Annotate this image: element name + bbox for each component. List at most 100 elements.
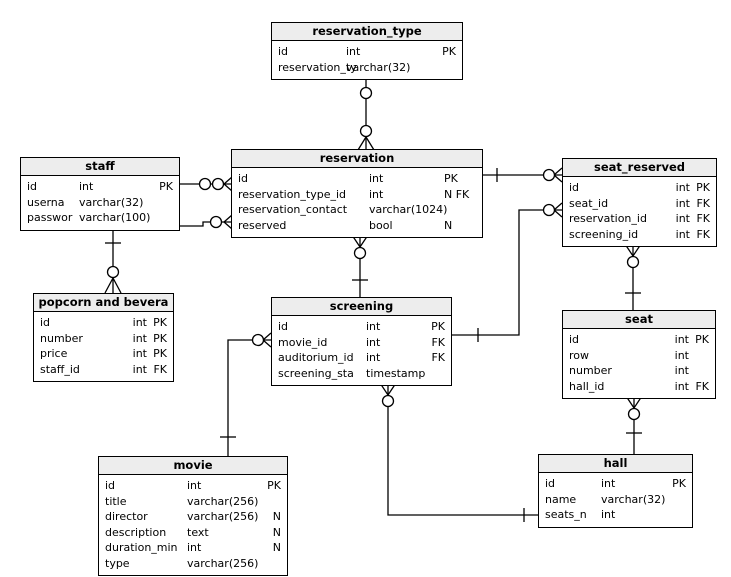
column-key: PK xyxy=(159,180,173,193)
entity-title: seat xyxy=(563,311,715,329)
rel-hall-screening[interactable] xyxy=(379,382,539,522)
column-type: int xyxy=(366,351,381,364)
column-type: int xyxy=(369,187,384,201)
column-key: PK xyxy=(442,45,456,58)
column-type: int xyxy=(675,181,690,194)
column-name: passwor xyxy=(27,211,73,224)
column-type: int xyxy=(132,362,147,376)
column-type: varchar(256) xyxy=(187,494,259,508)
column-name: row xyxy=(569,348,590,362)
column-name: screening_id xyxy=(569,227,639,241)
column-type: varchar(100) xyxy=(79,211,151,224)
column-key xyxy=(689,363,709,379)
rel-staff-reservation-1[interactable] xyxy=(180,176,233,192)
column-type: int xyxy=(601,508,616,521)
rel-staff-popcorn[interactable] xyxy=(104,226,122,294)
column-name: id xyxy=(569,333,580,346)
column-key: PK xyxy=(153,316,167,329)
column-name: screening_sta xyxy=(278,366,354,380)
column-key: PK xyxy=(267,479,281,492)
column-type: int xyxy=(674,348,689,362)
column-key: PK xyxy=(696,181,710,194)
column-type: timestamp xyxy=(366,366,426,380)
column-key: FK xyxy=(431,351,445,364)
rel-screening-reservation[interactable] xyxy=(351,234,369,298)
entity-title: hall xyxy=(539,455,692,473)
column-name: description xyxy=(105,525,167,539)
column-key: FK xyxy=(696,196,710,210)
column-name: id xyxy=(105,479,116,492)
rel-screening-seatreserved[interactable] xyxy=(452,202,563,342)
rel-staff-reservation-2[interactable] xyxy=(180,214,233,230)
column-type: varchar(32) xyxy=(346,60,411,74)
column-key: PK xyxy=(153,331,167,345)
column-name: reservation_ty xyxy=(278,60,357,74)
rel-reservationtype-reservation[interactable] xyxy=(357,74,375,151)
column-type: int xyxy=(674,379,689,393)
column-type: int xyxy=(132,316,147,329)
column-name: movie_id xyxy=(278,335,328,349)
column-name: reservation_type_id xyxy=(238,187,347,201)
column-key: PK xyxy=(444,172,458,185)
rel-movie-screening[interactable] xyxy=(220,332,272,456)
column-name: reservation_id xyxy=(569,212,647,225)
column-name: price xyxy=(40,347,68,360)
entity-title: movie xyxy=(99,457,287,475)
column-type: int xyxy=(675,227,690,241)
column-type: int xyxy=(675,212,690,225)
rel-hall-seat[interactable] xyxy=(625,395,643,455)
column-key: N xyxy=(272,510,281,523)
column-key: PK xyxy=(695,333,709,346)
column-name: userna xyxy=(27,195,65,209)
column-key: FK xyxy=(696,212,710,225)
column-type: int xyxy=(674,333,689,346)
rel-seat-seatreserved[interactable] xyxy=(624,243,642,311)
column-name: id xyxy=(238,172,249,185)
column-name: duration_min xyxy=(105,541,178,554)
column-type: int xyxy=(675,196,690,210)
rel-reservation-seatreserved[interactable] xyxy=(483,167,563,183)
entity-title: screening xyxy=(272,298,451,316)
column-key: PK xyxy=(431,320,445,333)
column-key: FK xyxy=(153,362,167,376)
column-name: id xyxy=(545,477,556,490)
column-type: varchar(256) xyxy=(187,556,259,570)
column-key xyxy=(689,348,709,364)
column-name: type xyxy=(105,556,130,570)
column-name: hall_id xyxy=(569,379,605,393)
column-type: int xyxy=(674,364,689,377)
column-name: staff_id xyxy=(40,362,80,376)
entity-title: reservation_type xyxy=(272,23,462,41)
table-row: passwor varchar(100) xyxy=(27,210,173,226)
column-name: director xyxy=(105,510,148,523)
column-key: PK xyxy=(672,477,686,490)
